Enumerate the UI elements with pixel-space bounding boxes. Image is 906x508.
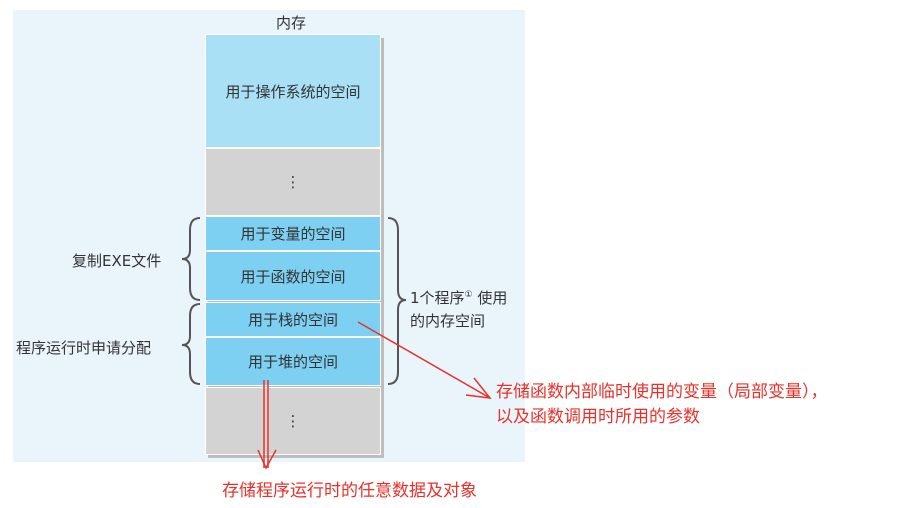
copy-exe-label: 复制EXE文件 (72, 252, 162, 270)
program-label-text: 1个程序 (410, 289, 465, 307)
program-memory-label: 1个程序① 使用 (410, 287, 507, 308)
stack-space-block: 用于栈的空间 (205, 302, 381, 337)
unused-space-block-top: ⋮ (205, 148, 381, 216)
stack-annotation-line1: 存储函数内部临时使用的变量（局部变量）， (496, 382, 828, 402)
os-space-block: 用于操作系统的空间 (205, 34, 381, 148)
heap-arrow-icon (257, 380, 277, 470)
heap-space-block: 用于堆的空间 (205, 337, 381, 386)
right-brace-icon (387, 217, 407, 385)
program-memory-label-line2: 的内存空间 (410, 312, 486, 330)
footnote-marker: ① (464, 290, 473, 300)
left-brace-copy-icon (181, 217, 201, 301)
runtime-alloc-label: 程序运行时申请分配 (16, 339, 152, 357)
heap-annotation: 存储程序运行时的任意数据及对象 (222, 481, 477, 501)
left-brace-runtime-icon (181, 303, 201, 385)
unused-space-block-bottom: ⋮ (205, 387, 381, 455)
variable-space-block: 用于变量的空间 (205, 216, 381, 251)
function-space-block: 用于函数的空间 (205, 251, 381, 301)
program-label-text-2: 使用 (477, 289, 508, 307)
stack-arrow-icon (357, 321, 492, 399)
memory-title: 内存 (276, 14, 307, 32)
stack-annotation-line2: 以及函数调用时所用的参数 (496, 407, 700, 427)
